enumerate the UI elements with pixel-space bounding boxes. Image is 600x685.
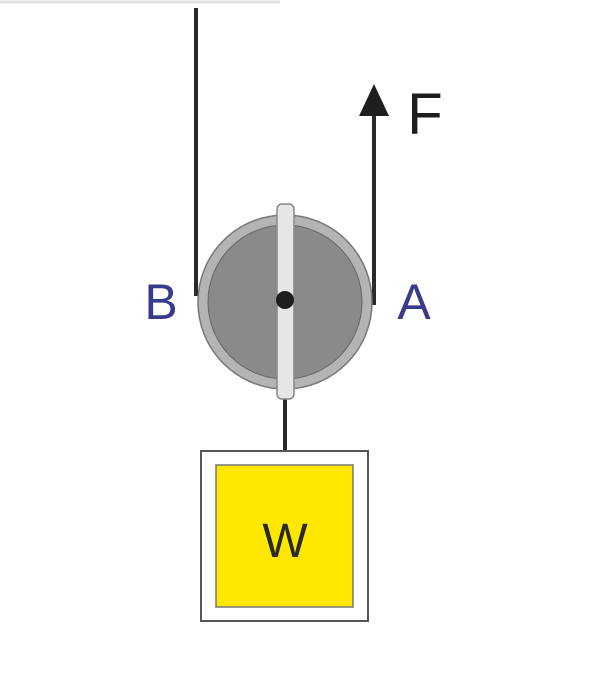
axle-pin: [276, 291, 294, 309]
force-arrowhead-icon: [359, 84, 389, 116]
weight-label: W: [262, 515, 308, 568]
force-label: F: [407, 82, 442, 147]
weight-block: [215, 464, 354, 608]
point-a-label: A: [397, 274, 431, 330]
point-b-label: B: [144, 274, 177, 330]
